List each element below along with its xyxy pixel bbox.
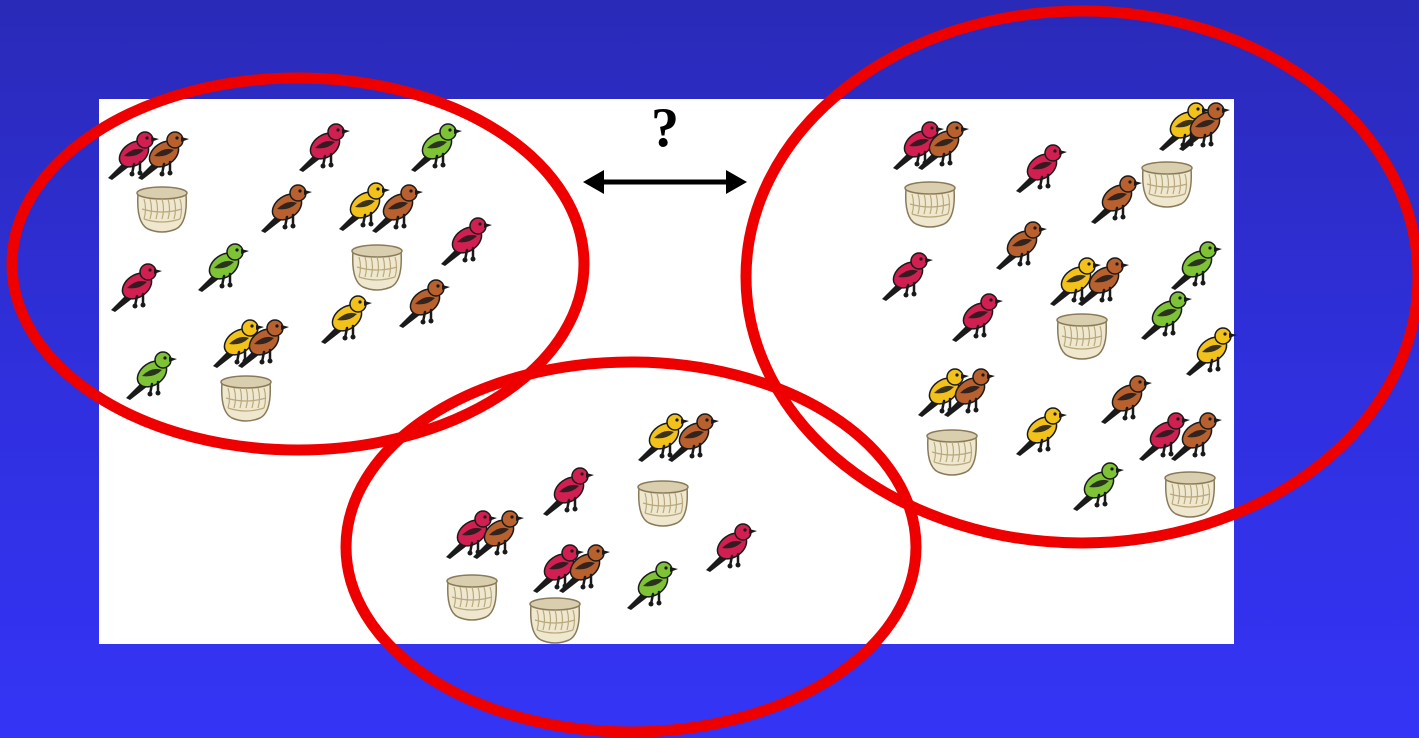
group-right-nest-5 xyxy=(1164,471,1216,518)
group-bottom-bird-1-yellow xyxy=(638,413,689,462)
group-bottom-nest-1 xyxy=(637,480,689,527)
group-left-bird-5-brown xyxy=(261,184,312,233)
group-left-bird-3-red xyxy=(299,123,350,172)
group-bottom-bird-7-brown xyxy=(559,544,610,593)
group-right-nest-1 xyxy=(904,181,956,228)
group-left-bird-13-yellow xyxy=(321,295,372,344)
group-left-bird-12-brown xyxy=(238,319,289,368)
group-left-bird-10-red xyxy=(111,263,162,312)
group-bottom-bird-6-red xyxy=(533,544,584,593)
double-headed-arrow xyxy=(583,170,747,194)
right-group-ellipse xyxy=(740,5,1419,549)
group-right-bird-2-brown xyxy=(918,121,969,170)
group-right-bird-6-brown xyxy=(1091,175,1142,224)
group-right-bird-21-green xyxy=(1073,462,1124,511)
group-right-nest-3 xyxy=(1056,313,1108,360)
group-left-bird-14-brown xyxy=(399,279,450,328)
group-left-nest-2 xyxy=(351,244,403,291)
group-right-bird-3-red xyxy=(1016,144,1067,193)
group-right-bird-7-brown xyxy=(996,221,1047,270)
group-left-bird-6-yellow xyxy=(339,182,390,231)
group-right-bird-14-yellow xyxy=(1186,327,1237,376)
left-group-ellipse xyxy=(6,72,590,456)
group-left-bird-2-brown xyxy=(138,131,189,180)
group-right-bird-18-yellow xyxy=(1016,407,1067,456)
group-right-bird-8-red xyxy=(882,252,933,301)
group-right-bird-1-red xyxy=(893,121,944,170)
group-right-bird-12-red xyxy=(952,293,1003,342)
group-bottom-nest-3 xyxy=(529,597,581,644)
group-right-bird-10-brown xyxy=(1078,257,1129,306)
question-label: ? xyxy=(651,97,679,159)
group-right-bird-5-brown xyxy=(1179,102,1230,151)
group-right-bird-17-brown xyxy=(1101,375,1152,424)
group-right-nest-2 xyxy=(1141,161,1193,208)
group-left-bird-15-green xyxy=(126,351,177,400)
group-right-bird-20-brown xyxy=(1171,412,1222,461)
group-bottom-bird-2-brown xyxy=(668,413,719,462)
group-bottom-bird-5-brown xyxy=(473,510,524,559)
group-right-bird-19-red xyxy=(1139,412,1190,461)
group-left-bird-9-green xyxy=(198,243,249,292)
group-right-nest-4 xyxy=(926,429,978,476)
group-left-bird-7-brown xyxy=(372,184,423,233)
group-right-bird-9-yellow xyxy=(1050,257,1101,306)
group-right-bird-11-green xyxy=(1171,241,1222,290)
group-bottom-bird-9-red xyxy=(706,523,757,572)
group-left-bird-11-yellow xyxy=(213,319,264,368)
white-panel xyxy=(99,99,1234,644)
group-bottom-nest-2 xyxy=(446,574,498,621)
group-bottom-bird-3-red xyxy=(543,467,594,516)
group-left-nest-1 xyxy=(136,186,188,233)
bottom-group-ellipse xyxy=(340,356,922,738)
group-right-bird-13-green xyxy=(1141,291,1192,340)
group-left-bird-1-red xyxy=(108,131,159,180)
group-bottom-bird-8-green xyxy=(627,561,678,610)
group-left-bird-4-green xyxy=(411,123,462,172)
group-left-bird-8-red xyxy=(441,217,492,266)
group-left-nest-3 xyxy=(220,375,272,422)
group-right-bird-16-brown xyxy=(944,368,995,417)
group-bottom-bird-4-red xyxy=(446,510,497,559)
